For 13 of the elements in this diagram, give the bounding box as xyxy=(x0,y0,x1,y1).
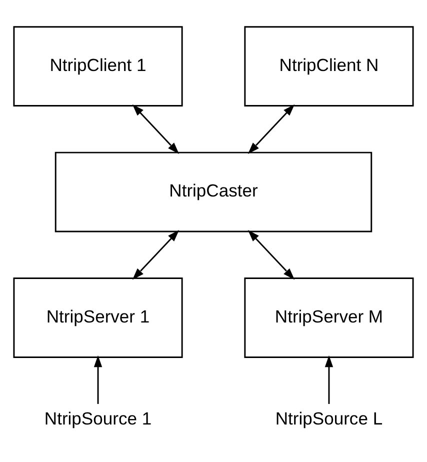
arrow xyxy=(132,104,180,154)
arrow xyxy=(248,230,295,280)
arrow xyxy=(94,354,102,404)
node-box: NtripClient 1 xyxy=(13,26,183,106)
arrow xyxy=(132,230,180,280)
node-text: NtripSource L xyxy=(275,408,383,428)
node-box: NtripCaster xyxy=(54,151,372,232)
arrow xyxy=(248,104,295,154)
node-box: NtripClient N xyxy=(244,26,414,106)
node-box: NtripServer M xyxy=(244,277,414,358)
arrow xyxy=(324,354,334,404)
node-text: NtripSource 1 xyxy=(44,408,152,428)
node-box: NtripServer 1 xyxy=(13,277,183,358)
